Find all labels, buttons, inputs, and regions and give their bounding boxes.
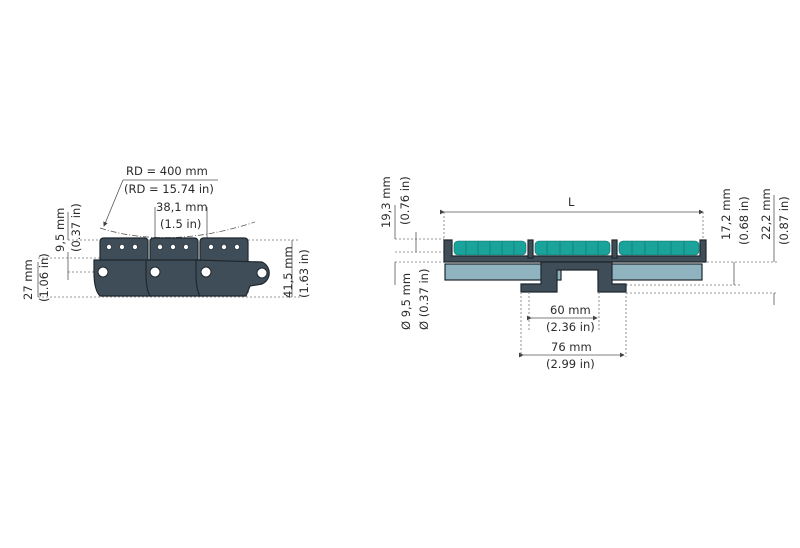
front-view: L 19,3 mm (0.76 in) (379, 176, 791, 371)
radius-label: RD = 400 mm (126, 164, 208, 178)
pitch-label-in: (1.5 in) (160, 217, 201, 231)
radius-label-in: (RD = 15.74 in) (124, 182, 214, 196)
width-label: L (568, 195, 575, 209)
pitch-label: 38,1 mm (156, 200, 208, 214)
pin-height-label-in: (1.06 in) (37, 253, 51, 302)
roller-dia-label-in: Ø (0.37 in) (417, 269, 431, 330)
side-view: RD = 400 mm (RD = 15.74 in) 38,1 mm (1.5… (21, 164, 311, 302)
guide-inner-label-in: (2.36 in) (546, 320, 595, 334)
total-height-label: 41,5 mm (281, 246, 295, 298)
guide-outer-label-in: (2.99 in) (546, 357, 595, 371)
chain-links (93, 237, 270, 297)
top-height-label-in: (0.37 in) (69, 203, 83, 252)
rollers (453, 240, 700, 256)
total-height-label-in: (1.63 in) (297, 249, 311, 298)
guide-outer-label: 76 mm (551, 340, 592, 354)
radius-leader (103, 179, 124, 227)
roller-height-label-in: (0.76 in) (398, 176, 412, 225)
plate-height-label: 17,2 mm (719, 188, 733, 240)
total-height-label: 22,2 mm (759, 188, 773, 240)
plate-height-label-in: (0.68 in) (737, 196, 751, 245)
roller-height-label: 19,3 mm (379, 176, 393, 228)
total-height-label-in: (0.87 in) (777, 196, 791, 245)
top-height-label: 9,5 mm (53, 208, 67, 252)
pin-height-label: 27 mm (21, 259, 35, 300)
guide-inner-label: 60 mm (550, 303, 591, 317)
roller-dia-label: Ø 9,5 mm (399, 273, 413, 330)
